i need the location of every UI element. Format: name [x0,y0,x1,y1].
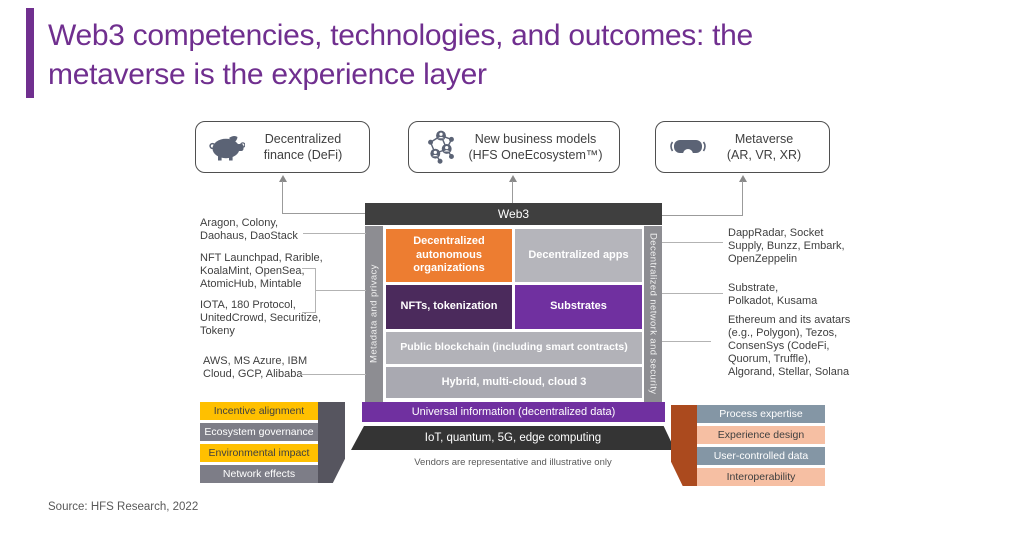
factor-ecosystem-governance: Ecosystem governance [200,423,318,441]
accent-bar [26,8,34,98]
vendor-list-cloud: AWS, MS Azure, IBM Cloud, GCP, Alibaba [203,355,308,380]
page-title: Web3 competencies, technologies, and out… [48,16,968,94]
vendor-list-nft: NFT Launchpad, Rarible, KoalaMint, OpenS… [200,252,323,290]
connector-metaverse-vertical [742,181,744,216]
vendor-list-iota: IOTA, 180 Protocol, UnitedCrowd, Securit… [200,299,322,337]
title-line-1: Web3 competencies, technologies, and out… [48,19,753,52]
factor-network-effects: Network effects [200,465,318,483]
up-arrow-metaverse [739,175,747,182]
right-factor-slab [671,405,697,486]
cell-decentralized-autonomous-organizations: Decentralized autonomous organizations [386,229,512,282]
source-credit: Source: HFS Research, 2022 [48,501,199,513]
pedestal-iot-quantum: IoT, quantum, 5G, edge computing [351,426,675,450]
vendor-list-substrate: Substrate, Polkadot, Kusama [728,282,818,307]
factor-environmental-impact: Environmental impact [200,444,318,462]
rail-network-security: Decentralized network and security [644,226,662,402]
piggy-bank-icon [209,133,245,161]
connector-iota-stub [302,312,316,314]
vendor-list-ethereum: Ethereum and its avatars (e.g., Polygon)… [728,314,851,378]
vendor-list-dao: Aragon, Colony, Daohaus, DaoStack [200,217,298,242]
cell-public-blockchain: Public blockchain (including smart contr… [386,332,642,364]
outcome-label-defi: Decentralized finance (DeFi) [263,132,343,162]
outcome-box-metaverse: Metaverse (AR, VR, XR) [655,121,830,173]
factor-user-controlled-data: User-controlled data [697,447,825,465]
cell-hybrid-multicloud: Hybrid, multi-cloud, cloud 3 [386,367,642,398]
connector-ethereum-vendors [662,341,711,343]
rail-metadata-privacy: Metadata and privacy [365,226,383,402]
outcome-box-defi: Decentralized finance (DeFi) [195,121,370,173]
connector-metaverse-horizontal [662,215,743,217]
cell-nfts-tokenization: NFTs, tokenization [386,285,512,329]
vr-goggles-icon [669,136,707,158]
connector-bracket-main [315,290,366,292]
title-line-2: metaverse is the experience layer [48,58,487,91]
outcome-label-metaverse: Metaverse (AR, VR, XR) [726,132,802,162]
connector-dapps-vendors [662,242,723,244]
connector-substrate-vendors [662,293,723,295]
outcome-box-new-business-models: New business models (HFS OneEcosystem™) [408,121,620,173]
vendor-list-dapps: DappRadar, Socket Supply, Bunzz, Embark,… [728,227,845,265]
cell-decentralized-apps: Decentralized apps [515,229,642,282]
cell-substrates: Substrates [515,285,642,329]
network-nodes-icon [422,128,460,166]
connector-new-business-vertical [512,181,514,204]
up-arrow-defi [279,175,287,182]
connector-nft-stub [302,268,316,270]
factor-experience-design: Experience design [697,426,825,444]
connector-defi-horizontal [282,213,366,215]
bar-universal-information: Universal information (decentralized dat… [362,402,665,422]
web3-header: Web3 [365,203,662,225]
connector-cloud-vendors [300,374,366,376]
left-factor-slab [318,402,345,483]
up-arrow-new-business [509,175,517,182]
factor-incentive-alignment: Incentive alignment [200,402,318,420]
connector-dao-vendors [303,233,366,235]
vendors-note: Vendors are representative and illustrat… [414,457,612,468]
connector-defi-vertical [282,181,284,213]
outcome-label-new-business-models: New business models (HFS OneEcosystem™) [468,132,603,162]
factor-process-expertise: Process expertise [697,405,825,423]
factor-interoperability: Interoperability [697,468,825,486]
